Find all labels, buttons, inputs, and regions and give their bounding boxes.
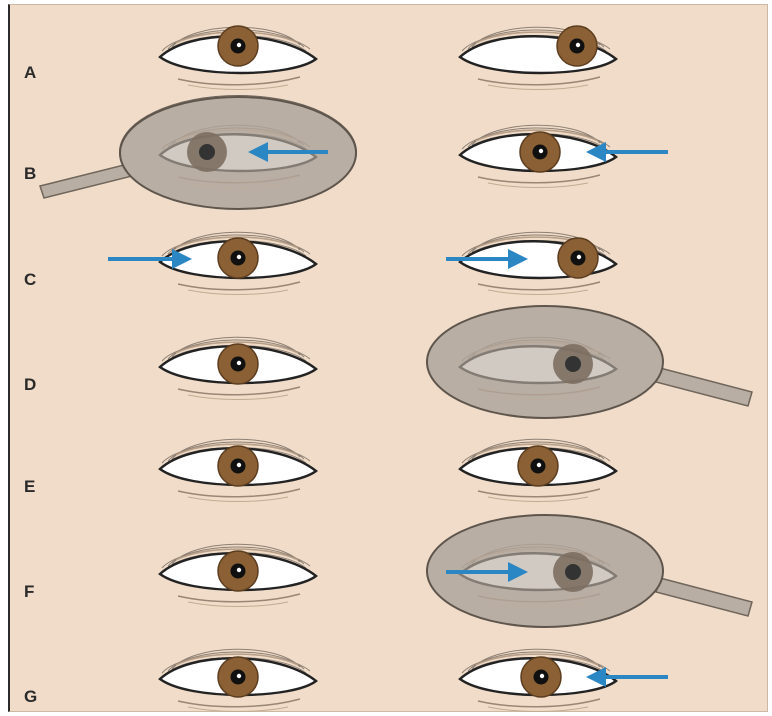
iris-icon	[218, 26, 258, 66]
iris-icon	[518, 446, 558, 486]
iris-icon	[218, 657, 258, 697]
row-label-g: G	[24, 687, 37, 706]
row-c	[108, 232, 616, 294]
iris-icon	[557, 26, 597, 66]
iris-icon	[218, 238, 258, 278]
occluder-handle	[656, 578, 752, 616]
row-label-a: A	[24, 63, 36, 82]
iris-icon	[558, 238, 598, 278]
row-label-c: C	[24, 270, 36, 289]
occluder-handle	[40, 164, 132, 198]
occluder-handle	[656, 368, 752, 406]
row-b	[40, 96, 668, 209]
iris-icon	[218, 446, 258, 486]
row-f	[160, 515, 752, 627]
iris-icon	[521, 657, 561, 697]
iris-icon	[218, 551, 258, 591]
row-label-b: B	[24, 164, 36, 183]
iris-icon	[520, 132, 560, 172]
row-a	[160, 26, 616, 90]
row-label-f: F	[24, 582, 34, 601]
row-d	[160, 306, 752, 418]
row-g	[160, 649, 668, 711]
iris-icon	[218, 344, 258, 384]
row-label-e: E	[24, 477, 35, 496]
row-label-d: D	[24, 375, 36, 394]
row-e	[160, 439, 616, 501]
